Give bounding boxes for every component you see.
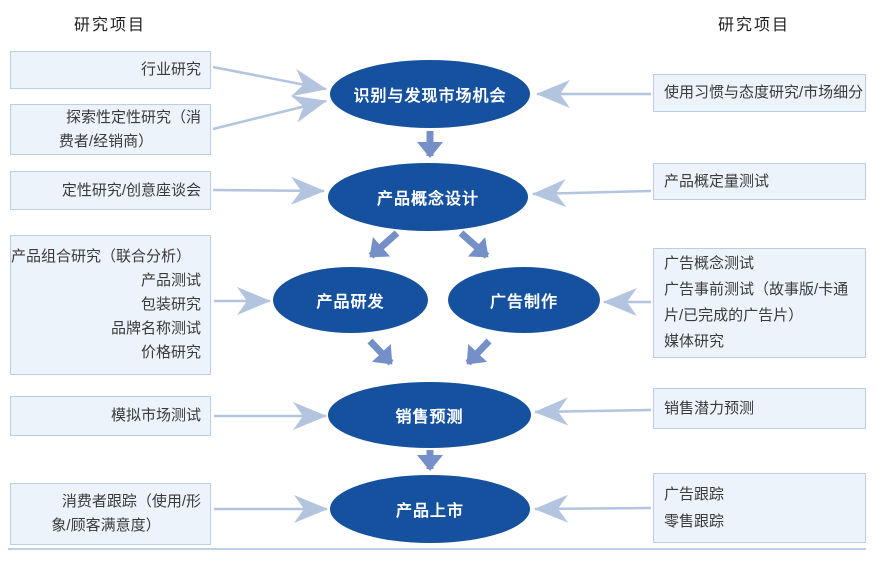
- stage-ellipse-ad-production: 广告制作: [448, 267, 600, 333]
- box-sales-potential-forecast: 销售潜力预测: [653, 388, 866, 429]
- right-column-header: 研究项目: [717, 17, 790, 34]
- flow-arrow-concept-to-rd: [368, 230, 400, 259]
- box-ad-tests: 广告概念测试 广告事前测试（故事版/卡通 片/已完成的广告片） 媒体研究: [653, 248, 866, 358]
- box-simulated-market-test: 模拟市场测试: [10, 396, 211, 436]
- box-text-line: 费者/经销商）: [58, 132, 154, 150]
- box-text-line: 广告概念测试: [664, 255, 755, 272]
- connector-sales-potential-arrow: [534, 397, 652, 426]
- box-product-mix-research: 产品组合研究（联合分析） 产品测试 包装研究 品牌名称测试 价格研究: [10, 235, 211, 375]
- connector-concept-quant-arrow: [532, 179, 652, 208]
- connector-qualitative-creative-arrow: [212, 176, 325, 205]
- box-text-line: 产品概定量测试: [664, 172, 770, 190]
- stage-label: 产品研发: [316, 294, 385, 311]
- stage-ellipse-concept-design: 产品概念设计: [328, 163, 528, 231]
- box-text-line: 价格研究: [140, 344, 201, 361]
- box-text-line: 使用习惯与态度研究/市场细分: [664, 84, 864, 101]
- box-usage-attitude-research: 使用习惯与态度研究/市场细分: [653, 74, 866, 112]
- box-ad-retail-tracking: 广告跟踪 零售跟踪: [653, 473, 866, 543]
- stage-ellipse-market-opportunity: 识别与发现市场机会: [330, 60, 530, 128]
- flow-arrow-rd-to-forecast: [367, 338, 394, 366]
- stage-label: 识别与发现市场机会: [353, 88, 507, 105]
- box-text-line: 行业研究: [140, 61, 201, 78]
- stage-label: 产品概念设计: [376, 191, 479, 208]
- box-text-line: 包装研究: [140, 296, 201, 313]
- left-column-header: 研究项目: [73, 17, 146, 34]
- box-text-line: 探索性定性研究（消: [65, 108, 201, 126]
- stage-ellipse-sales-forecast: 销售预测: [328, 382, 531, 448]
- stage-ellipse-product-launch: 产品上市: [330, 475, 530, 543]
- box-text-line: 零售跟踪: [664, 513, 725, 530]
- box-text-line: 广告跟踪: [664, 486, 725, 503]
- box-text-line: 产品组合研究（联合分析）: [11, 248, 192, 265]
- box-text-line: 广告事前测试（故事版/卡通: [664, 281, 849, 298]
- box-text-line: 品牌名称测试: [110, 320, 201, 337]
- stage-ellipse-product-rd: 产品研发: [273, 267, 428, 333]
- stage-label: 销售预测: [395, 409, 464, 426]
- box-text-line: 消费者跟踪（使用/形: [61, 493, 201, 510]
- connector-industry-research-arrow: [212, 65, 327, 97]
- stage-label: 广告制作: [489, 294, 558, 311]
- box-text-line: 象/顾客满意度）: [51, 517, 161, 534]
- box-text-line: 模拟市场测试: [110, 407, 201, 424]
- box-text-line: 片/已完成的广告片）: [664, 307, 804, 324]
- box-text-line: 定性研究/创意座谈会: [61, 181, 201, 199]
- connector-exploratory-qualitative-arrow: [212, 95, 327, 131]
- flow-arrow-ad-to-forecast: [465, 338, 492, 366]
- box-text-line: 媒体研究: [664, 333, 725, 350]
- connector-tracking-arrow: [534, 494, 652, 523]
- bottom-divider-line: [8, 548, 866, 550]
- box-qualitative-creative: 定性研究/创意座谈会: [10, 171, 211, 210]
- flow-arrow-concept-to-ad: [458, 230, 490, 259]
- box-concept-quant-test: 产品概定量测试: [653, 163, 866, 200]
- box-text-line: 产品测试: [140, 272, 201, 289]
- box-consumer-tracking: 消费者跟踪（使用/形 象/顾客满意度）: [10, 483, 211, 545]
- stage-label: 产品上市: [395, 503, 464, 520]
- box-text-line: 销售潜力预测: [664, 399, 755, 417]
- box-industry-research: 行业研究: [10, 51, 211, 89]
- box-exploratory-qualitative: 探索性定性研究（消 费者/经销商）: [10, 104, 211, 155]
